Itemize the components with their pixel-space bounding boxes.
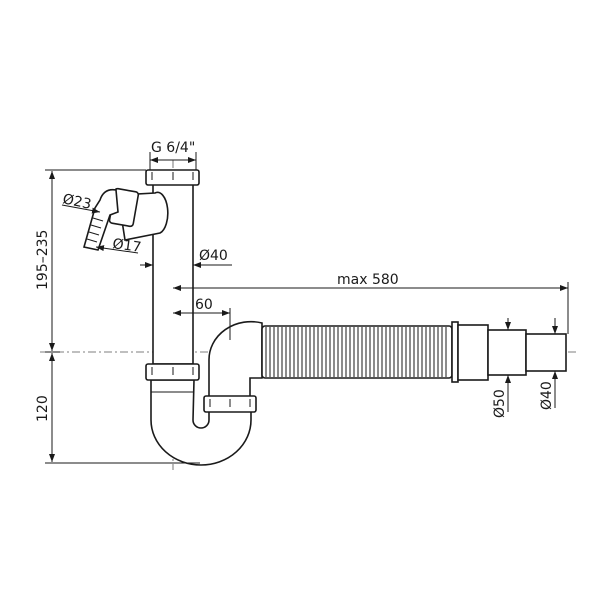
thread-label: G 6/4" [151,140,195,156]
outlet-outer-label: Ø50 [492,389,508,418]
hose-ring [451,321,459,383]
max-length-label: max 580 [337,272,399,288]
outlet-inner-label: Ø40 [539,381,555,410]
height-upper-label: 195–235 [35,230,51,290]
middle-nut [145,363,200,381]
hose-connector [82,187,169,251]
pipe-diameter-label: Ø40 [199,248,228,264]
outlet-50 [487,329,527,376]
hose-outer-label: Ø23 [61,191,93,213]
hose-inner-label: Ø17 [111,236,142,256]
flexible-hose [261,325,453,379]
dimensions [45,152,569,464]
outlet-40 [525,333,567,372]
elbow [208,320,263,398]
offset-label: 60 [195,297,213,313]
top-nut [145,169,200,186]
u-bend [150,379,252,466]
riser-nut [203,395,257,413]
height-lower-label: 120 [35,395,51,422]
outlet-sleeve [457,324,489,381]
